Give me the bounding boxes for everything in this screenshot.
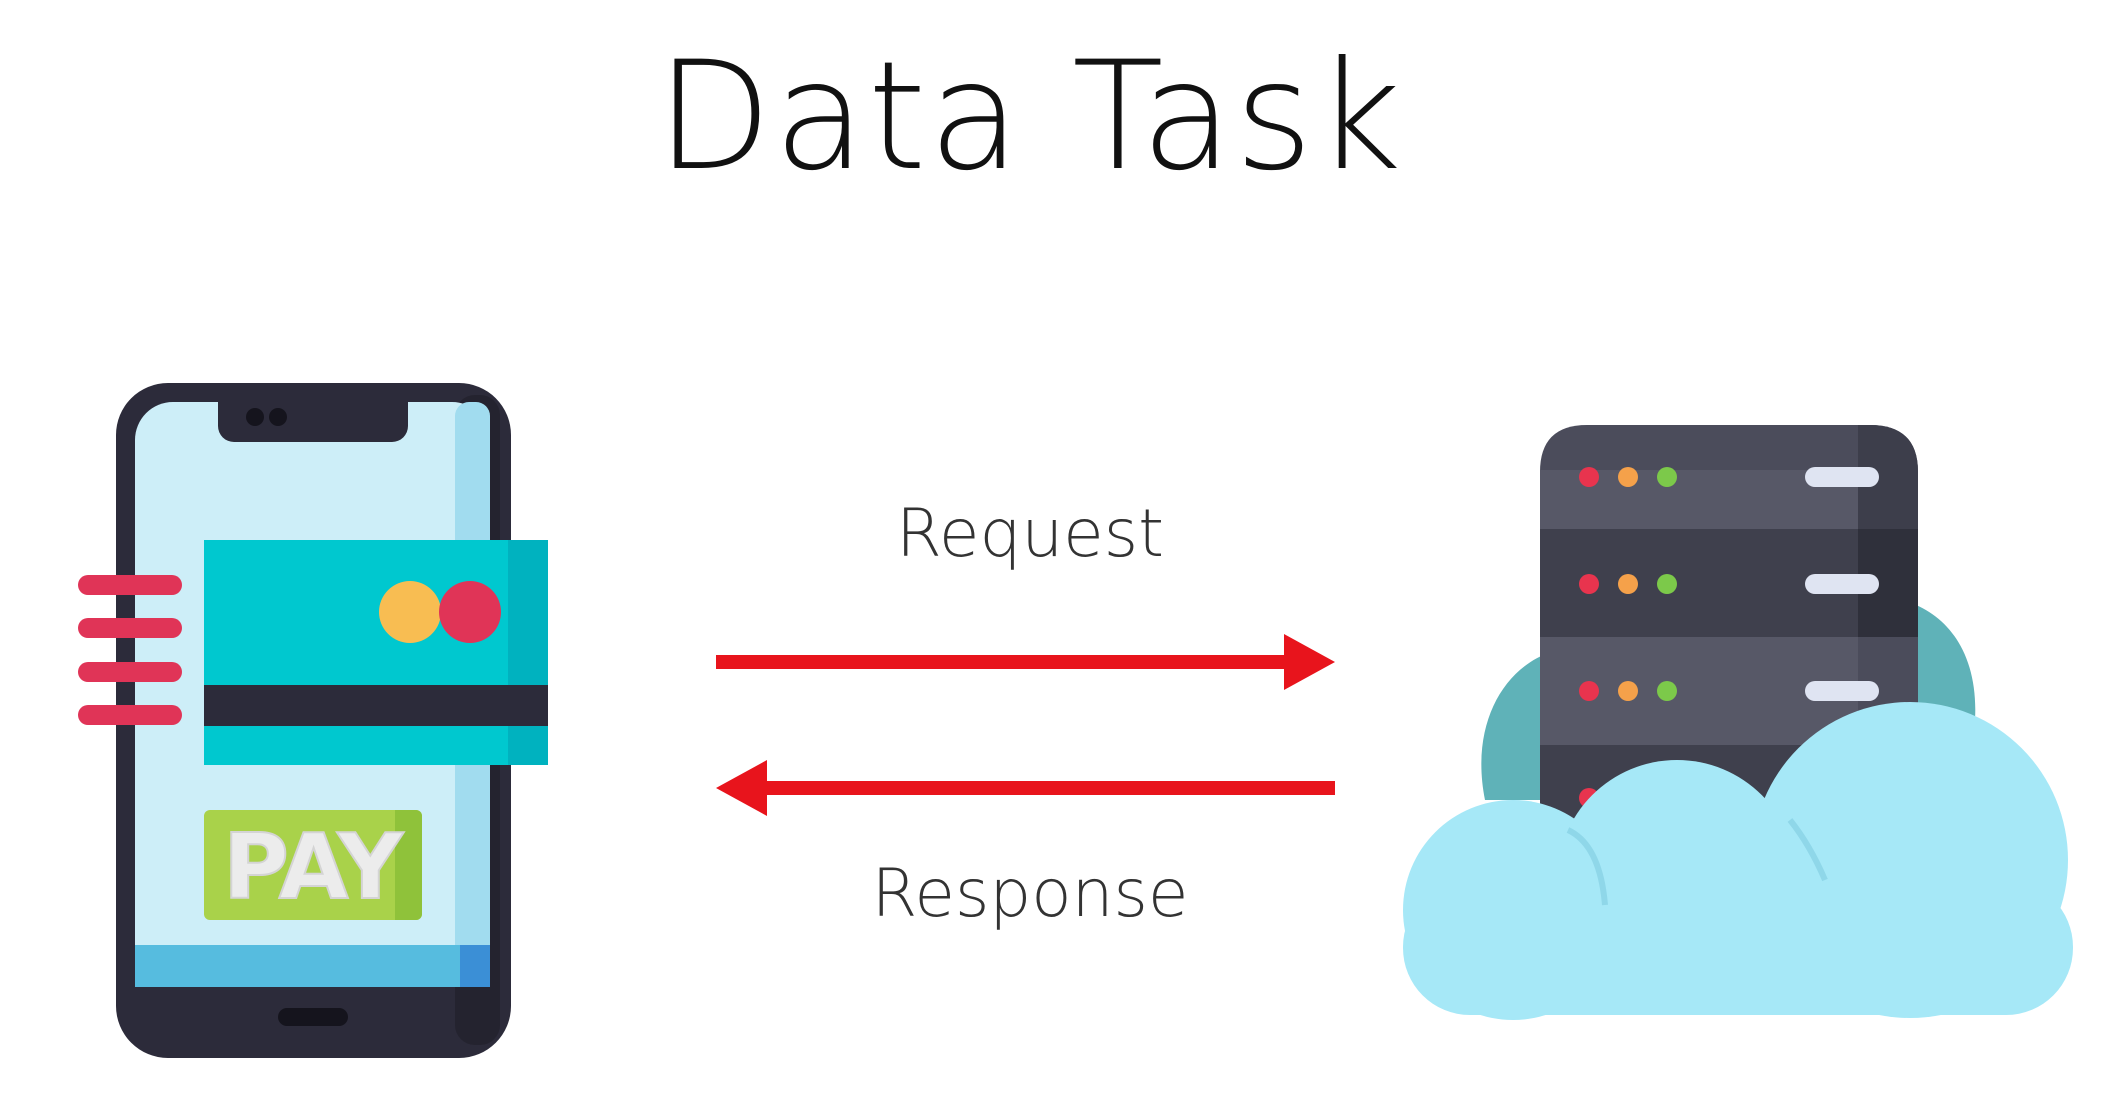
pay-badge: PAY [204, 810, 422, 921]
home-bar [278, 1008, 348, 1026]
server-unit [1579, 467, 1879, 487]
request-label: Request [895, 495, 1165, 572]
response-label: Response [871, 855, 1189, 932]
cloud-front [1403, 702, 2073, 1020]
server-unit [1579, 574, 1879, 594]
motion-line [78, 662, 182, 682]
motion-line [78, 705, 182, 725]
pay-text: PAY [223, 815, 405, 920]
phone-notch [218, 402, 408, 442]
request-arrow [716, 634, 1335, 690]
server-unit [1579, 681, 1879, 701]
motion-line [78, 575, 182, 595]
response-arrow [716, 760, 1335, 816]
motion-line [78, 618, 182, 638]
credit-card-icon [204, 540, 548, 765]
cloud-server-icon [1403, 425, 2073, 1020]
page-title: Data Task [656, 30, 1404, 204]
phone-payment-icon: PAY [78, 383, 548, 1058]
